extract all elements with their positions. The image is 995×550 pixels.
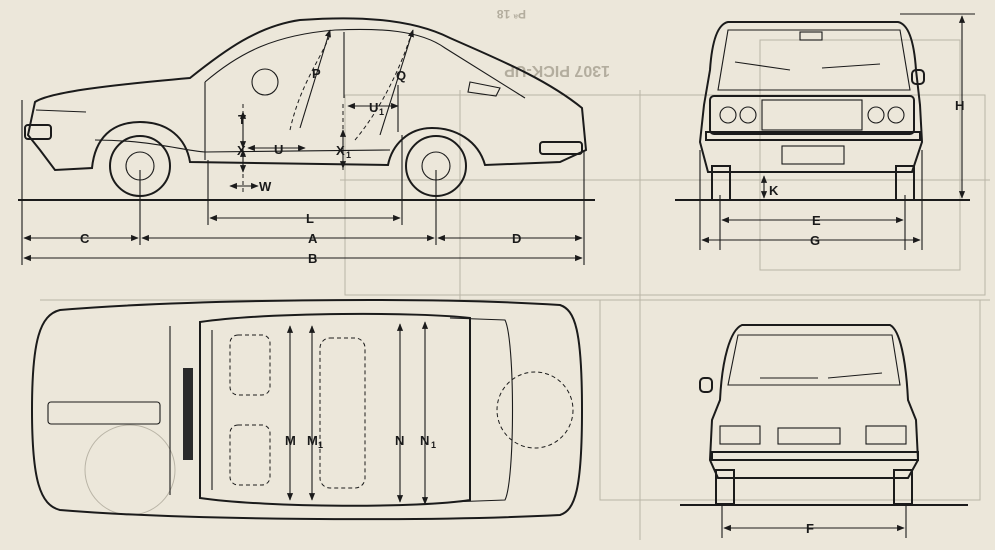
front-mirror [799,31,823,41]
dim-label-u: U [274,142,283,157]
front-grille [761,99,863,131]
top-hood-badge [47,401,161,425]
side-view: P Q T X U U 1 X 1 W L C A D B [18,17,595,266]
dim-label-l: L [306,211,314,226]
rear-view: F [680,324,968,538]
rear-plate [777,427,841,445]
rear-side-mirror [699,377,713,393]
top-cabin [199,312,471,507]
dim-label-u1: U [369,100,378,115]
dim-label-q: Q [396,68,406,83]
side-window-line [204,28,526,99]
dim-label-w: W [259,179,272,194]
dim-label-b: B [308,251,317,266]
top-rear-window [449,317,514,503]
front-wiper-left [734,61,791,71]
dim-label-k: K [769,183,779,198]
top-spare-wheel [496,371,574,449]
side-vent-grille [467,81,501,97]
bleed-page: Pª 18 [497,7,526,21]
dim-label-c: C [80,231,90,246]
dim-label-x1-sub: 1 [346,150,351,160]
bleed-through-background: 1307 PICK-UP Pª 18 [40,7,990,540]
dim-label-n1: N [420,433,429,448]
dim-label-e: E [812,213,821,228]
front-wiper-right [821,63,881,69]
front-grille-frame [709,95,915,135]
dim-label-u1-sub: 1 [379,107,384,117]
side-sill-line [94,139,391,153]
rear-bumper [711,451,919,461]
rear-tire-left [715,469,735,505]
dim-label-x1: X [336,143,345,158]
dim-label-m1-sub: 1 [318,440,323,450]
rear-window [727,334,901,386]
top-body-outline [30,298,584,521]
dim-label-m1: M [307,433,318,448]
dim-label-m: M [285,433,296,448]
front-plate [781,145,845,165]
dim-label-d: D [512,231,521,246]
rear-wiper-right [827,372,883,379]
front-bumper [705,131,921,141]
dim-label-h: H [955,98,964,113]
dim-label-n1-sub: 1 [431,440,436,450]
dim-label-x: X [237,143,246,158]
dim-label-t: T [238,112,246,127]
dim-label-p: P [312,66,321,81]
dim-label-g: G [810,233,820,248]
side-headroom-lines [289,31,413,141]
top-cowl-grille [183,368,193,460]
front-windshield [717,29,911,91]
front-side-mirror [911,69,925,85]
side-front-bumper [24,124,52,140]
dim-label-a: A [308,231,318,246]
front-body-outline [698,21,924,173]
side-steering-wheel [251,68,279,96]
front-view: H K E G [675,13,975,250]
rear-light-right [865,425,907,445]
top-view: M M 1 N N 1 [30,298,584,521]
side-bumper-line [35,109,87,113]
rear-body-outline [708,324,920,479]
dim-label-f: F [806,521,814,536]
side-rear-bumper [539,141,583,155]
side-body-outline [26,17,588,172]
dim-label-n: N [395,433,404,448]
rear-light-left [719,425,761,445]
